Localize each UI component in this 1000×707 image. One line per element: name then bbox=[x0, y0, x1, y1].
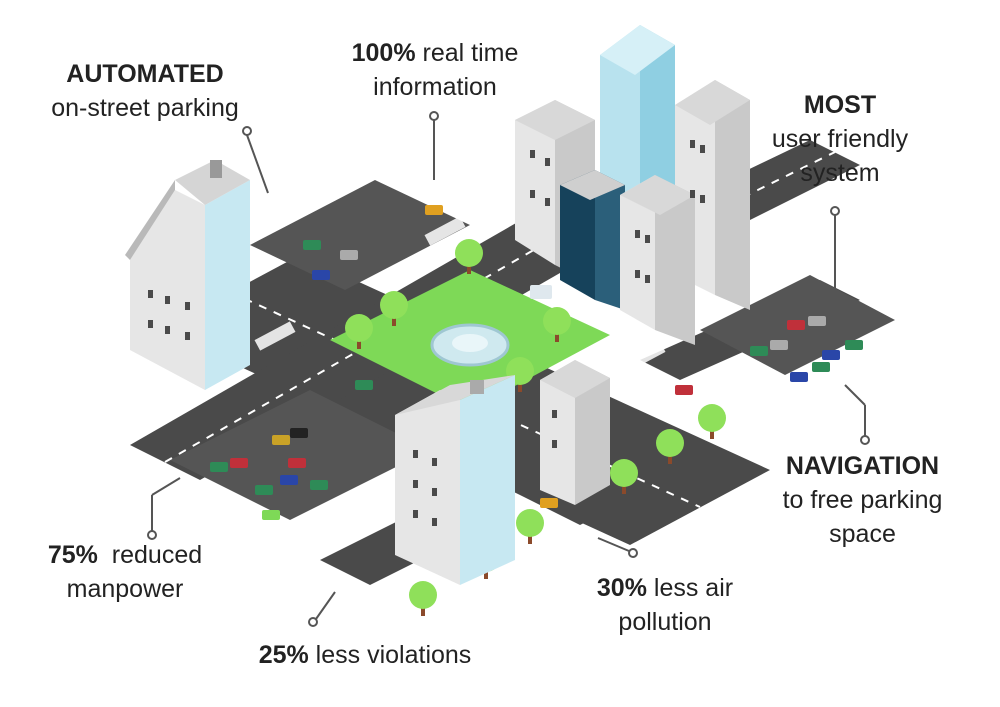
label-most-bold: MOST bbox=[803, 91, 877, 119]
label-realtime-text1: real time bbox=[415, 39, 519, 67]
label-violations-text: less violations bbox=[308, 641, 472, 669]
building-mid bbox=[620, 175, 695, 345]
label-pollution-text2: pollution bbox=[618, 608, 712, 636]
leader-violations bbox=[308, 591, 336, 627]
label-navigation: NAVIGATION to free parking space bbox=[755, 449, 970, 551]
leader-navigation bbox=[844, 384, 870, 445]
label-most-text1: user friendly bbox=[771, 125, 909, 153]
leader-most bbox=[830, 206, 840, 290]
windows bbox=[148, 140, 705, 526]
label-navigation-text2: space bbox=[829, 520, 896, 548]
building-front-small bbox=[540, 360, 610, 505]
label-automated-text: on-street parking bbox=[51, 94, 239, 122]
label-realtime-bold: 100% bbox=[351, 39, 416, 67]
parking-lot-bottom bbox=[170, 390, 430, 520]
leader-pollution bbox=[597, 537, 638, 558]
label-manpower-bold: 75% bbox=[47, 541, 98, 569]
label-pollution-text1: less air bbox=[646, 574, 734, 602]
label-violations-bold: 25% bbox=[258, 641, 309, 669]
label-pollution: 30% less air pollution bbox=[580, 571, 750, 639]
label-manpower-text1: reduced bbox=[97, 541, 203, 569]
label-automated-bold: AUTOMATED bbox=[66, 60, 224, 88]
label-pollution-bold: 30% bbox=[596, 574, 647, 602]
leader-automated bbox=[242, 126, 269, 194]
label-manpower-text2: manpower bbox=[66, 575, 184, 603]
leader-manpower bbox=[147, 477, 181, 540]
label-automated: AUTOMATED on-street parking bbox=[30, 57, 260, 125]
label-navigation-bold: NAVIGATION bbox=[785, 452, 940, 480]
label-manpower: 75% reduced manpower bbox=[25, 538, 225, 606]
parking-lot-top bbox=[250, 180, 470, 290]
label-violations: 25% less violations bbox=[225, 638, 505, 672]
building-right bbox=[675, 80, 750, 310]
label-realtime: 100% real time information bbox=[325, 36, 545, 104]
label-most-text2: system bbox=[800, 159, 880, 187]
label-most: MOST user friendly system bbox=[745, 88, 935, 190]
leader-lines bbox=[147, 111, 870, 627]
buildings bbox=[125, 25, 750, 585]
label-navigation-text1: to free parking bbox=[782, 486, 943, 514]
parked-cars bbox=[210, 205, 863, 520]
building-dark-glass bbox=[560, 170, 625, 310]
building-front-big bbox=[395, 375, 515, 585]
crosswalks bbox=[254, 216, 666, 371]
leader-realtime bbox=[429, 111, 439, 180]
building-left bbox=[125, 160, 250, 390]
label-realtime-text2: information bbox=[373, 73, 497, 101]
